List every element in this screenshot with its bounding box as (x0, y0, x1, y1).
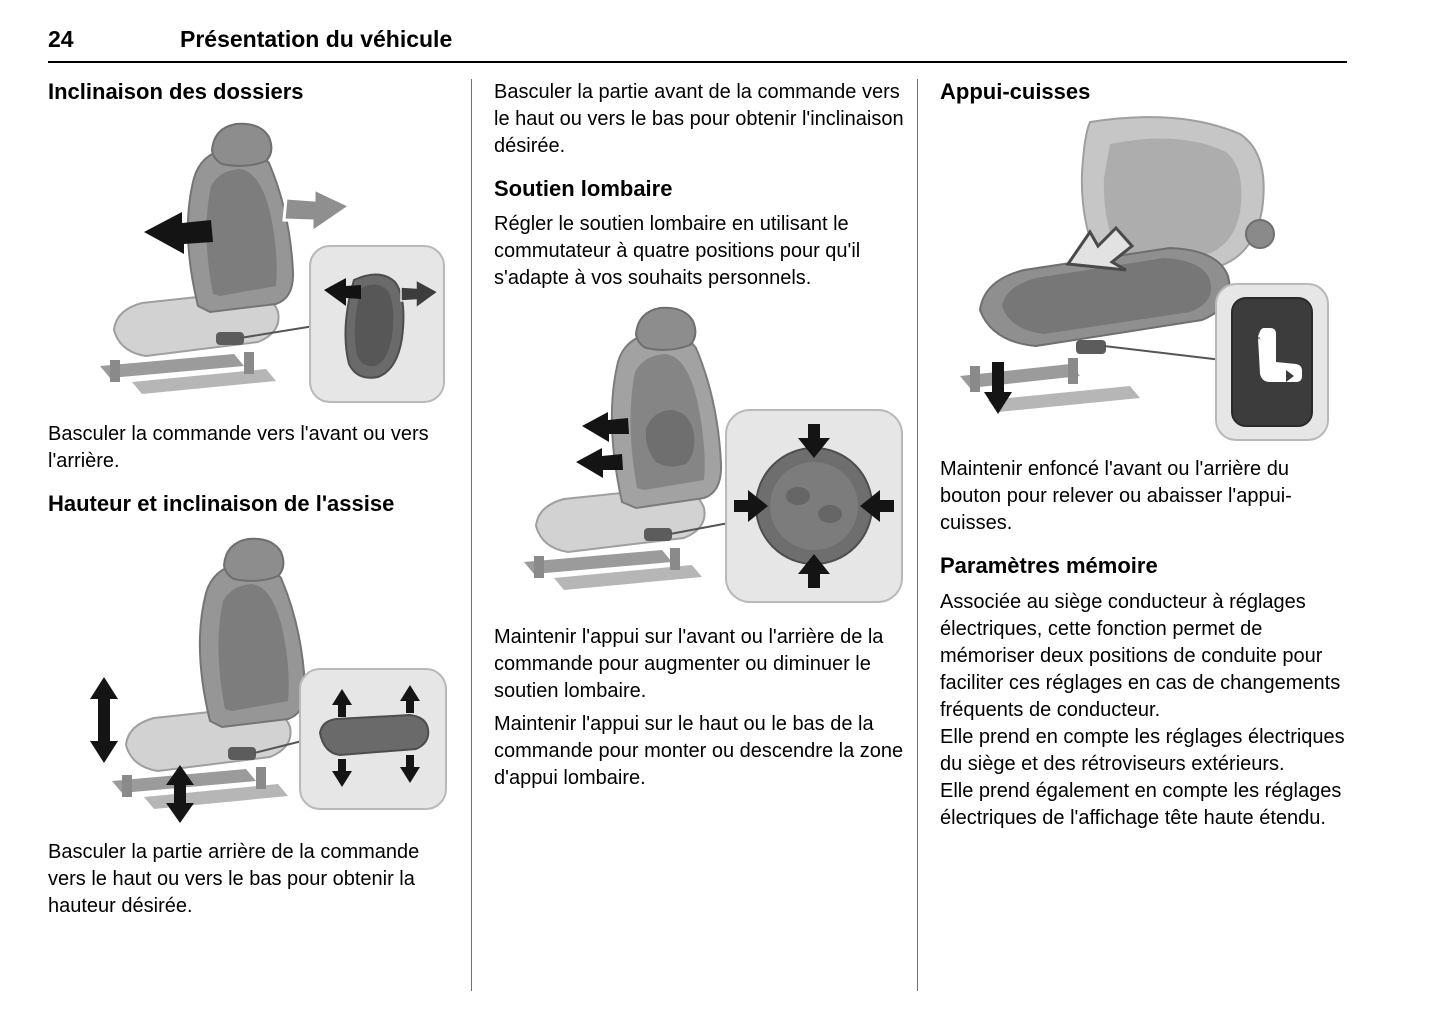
callout-leader-line (669, 521, 735, 536)
heading-lumbar: Soutien lombaire (494, 176, 673, 201)
column-left: Inclinaison des dossiers (48, 79, 460, 991)
recline-control-callout (309, 245, 445, 404)
column-divider-right (917, 79, 918, 991)
callout-leader-line (239, 325, 315, 340)
thigh-button-callout (1215, 283, 1329, 442)
para-backrest-recline: Basculer la commande vers l'avant ou ver… (48, 423, 429, 473)
para-thigh-support: Maintenir enfoncé l'avant ou l'arrière d… (940, 458, 1292, 535)
page-number: 24 (48, 26, 74, 52)
callout-leader-line (1103, 345, 1223, 362)
backrest-recline-illustration (48, 114, 460, 409)
para-lumbar-front-back: Maintenir l'appui sur l'avant ou l'arriè… (494, 626, 884, 703)
column-divider-left (471, 79, 472, 991)
recline-arrows (144, 186, 354, 255)
seat-height-illustration (48, 527, 460, 827)
para-lumbar-up-down: Maintenir l'appui sur le haut ou le bas … (494, 713, 904, 790)
heading-memory-settings: Paramètres mémoire (940, 553, 1158, 579)
thigh-support-figure (960, 116, 1329, 442)
manual-page: 24 Présentation du véhicule Inclinaison … (48, 26, 1347, 991)
thigh-support-illustration (940, 114, 1345, 444)
seat-icon (1258, 328, 1302, 383)
lumbar-support-illustration (494, 300, 906, 612)
para-memory-1: Associée au siège conducteur à réglages … (940, 590, 1341, 721)
seat-side-view (524, 307, 723, 591)
lumbar-figure (524, 307, 903, 604)
seat-three-quarter-view (960, 116, 1275, 413)
heading-backrest-recline: Inclinaison des dossiers (48, 79, 304, 104)
page-header: 24 Présentation du véhicule (48, 26, 1347, 53)
page-title: Présentation du véhicule (180, 26, 453, 52)
header-rule (48, 61, 1347, 63)
lumbar-control-callout (725, 409, 903, 604)
height-arrows (90, 676, 194, 823)
column-right: Appui-cuisses (940, 79, 1345, 991)
seat-side-view (112, 537, 307, 809)
lumbar-arrows (576, 412, 629, 479)
para-lumbar-intro: Régler le soutien lombaire en utilisant … (494, 213, 861, 290)
para-memory-2: Elle prend en compte les réglages électr… (940, 725, 1345, 775)
seat-recline-figure (100, 123, 445, 404)
para-seat-tilt: Basculer la partie avant de la commande … (494, 81, 904, 157)
column-middle: Basculer la partie avant de la commande … (494, 79, 906, 991)
height-control-callout (299, 667, 447, 810)
heading-seat-height: Hauteur et inclinaison de l'assise (48, 491, 395, 517)
seat-height-figure (90, 537, 447, 823)
columns: Inclinaison des dossiers (48, 79, 1347, 991)
thigh-arrows (984, 226, 1135, 415)
heading-thigh-support: Appui-cuisses (940, 79, 1091, 104)
seat-side-view (100, 123, 295, 395)
para-memory-3: Elle prend également en compte les régla… (940, 779, 1342, 829)
para-seat-height: Basculer la partie arrière de la command… (48, 840, 420, 917)
